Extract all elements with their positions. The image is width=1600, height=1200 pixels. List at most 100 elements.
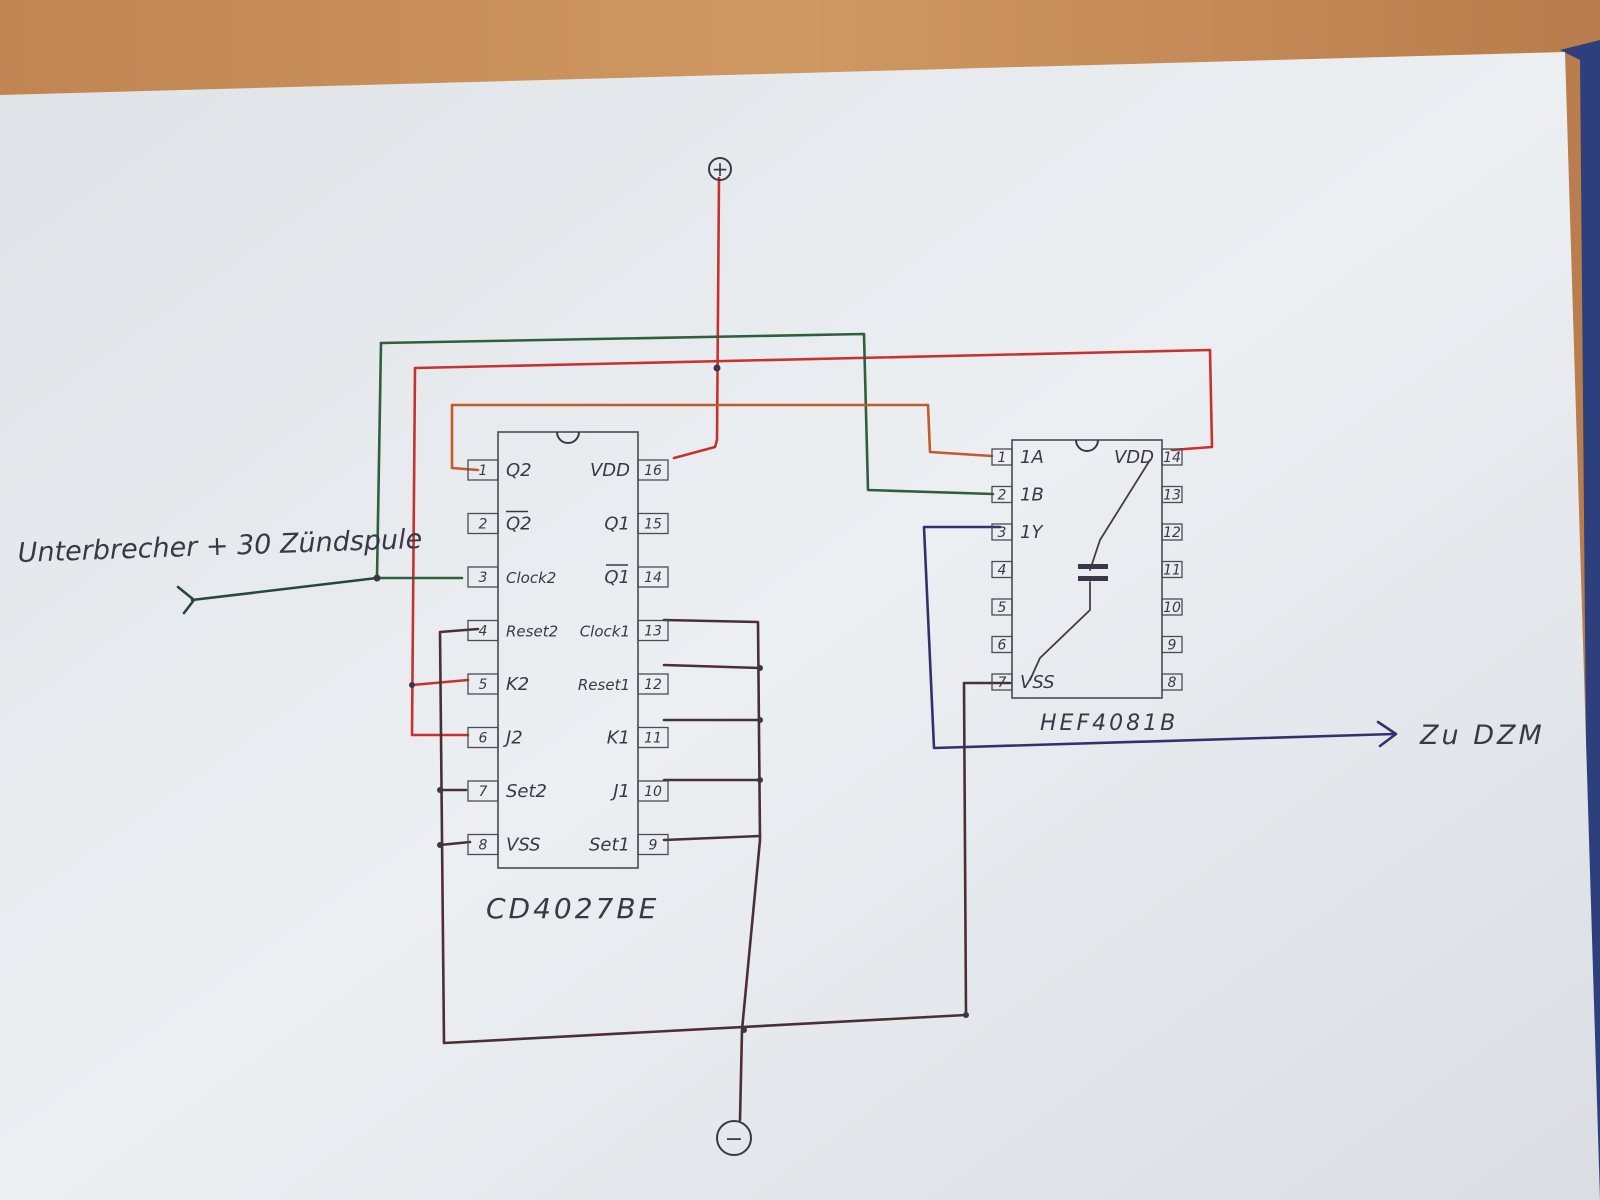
hef4081-pin-4: 4 <box>991 560 1013 579</box>
pin-number: 10 <box>644 784 662 800</box>
decoupling-capacitor <box>1078 564 1108 581</box>
hef4081-pin-11: 11 <box>1161 560 1183 579</box>
pin-number: 2 <box>998 488 1007 504</box>
pin-label: Reset1 <box>578 676 630 694</box>
pin-label: VSS <box>1020 672 1055 693</box>
pin-box <box>991 673 1013 691</box>
pin-number: 3 <box>479 570 488 586</box>
junction-dot <box>713 364 721 372</box>
pin-label: Clock1 <box>580 623 630 641</box>
pin-number: 2 <box>479 517 488 533</box>
pin-number: 8 <box>1168 675 1177 691</box>
paper-sheet <box>0 52 1600 1200</box>
pin-number: 14 <box>1163 450 1181 466</box>
pin-number: 12 <box>644 677 662 693</box>
hef4081-pin-6: 6 <box>991 635 1013 654</box>
pin-box <box>467 673 499 695</box>
pin-box <box>991 635 1013 654</box>
junction-dot <box>757 717 763 723</box>
pin-box <box>467 566 499 588</box>
pin-label: Clock2 <box>506 569 556 587</box>
pin-number: 7 <box>479 784 488 800</box>
capacitor-lead-bottom <box>1029 581 1091 681</box>
pin-number: 1 <box>479 463 488 479</box>
pin-label: Set1 <box>589 835 630 856</box>
pin-number: 1 <box>998 450 1007 466</box>
pin-label: J2 <box>503 728 523 749</box>
pin-number: 5 <box>479 677 488 693</box>
wire-vdd-bus <box>413 348 1214 452</box>
pin-label: Q1 <box>604 567 630 588</box>
junction-dot <box>409 682 415 688</box>
cd4027-pin-12: 12 Reset1 <box>578 673 669 695</box>
pin-label: VDD <box>1114 447 1154 468</box>
pin-box <box>467 512 499 535</box>
pin-label: 1Y <box>1020 522 1044 543</box>
wire-input <box>190 576 379 602</box>
pin-box <box>467 619 499 642</box>
wire-clock-to-1b <box>379 332 995 496</box>
hef4081-pin-9: 9 <box>1161 635 1183 654</box>
pin-number: 11 <box>1163 563 1181 579</box>
wire-vss-gnd <box>438 840 472 847</box>
cd4027-pin-15: 15 Q1 <box>604 512 669 535</box>
capacitor-lead-top <box>1089 459 1151 571</box>
wires <box>176 176 1398 1122</box>
pin-box <box>1161 635 1183 654</box>
pin-box <box>637 459 669 481</box>
pin-label: Reset2 <box>506 623 558 641</box>
pin-box <box>637 512 669 535</box>
pin-box <box>467 833 499 856</box>
wire-vss-bus <box>438 627 1012 1045</box>
pin-box <box>637 619 669 642</box>
pin-box <box>1161 598 1183 616</box>
cd4027-notch <box>556 431 580 444</box>
plus-symbol: + <box>712 157 729 181</box>
pin-box <box>1161 560 1183 579</box>
pin-box <box>467 459 499 481</box>
pin-label: Q1 <box>604 514 630 535</box>
hef4081-pin-7: 7 VSS <box>991 672 1055 693</box>
pin-number: 5 <box>998 600 1007 616</box>
wire-reset1-gnd <box>662 663 762 670</box>
hef4081-pin-12: 12 <box>1161 523 1183 541</box>
hef4081-pin-14: 14 VDD <box>1114 447 1183 468</box>
pin-number: 15 <box>644 517 662 533</box>
junction-dot <box>437 842 443 848</box>
pin-number: 7 <box>998 675 1007 691</box>
input-arrow <box>176 585 196 615</box>
pin-number: 6 <box>479 731 488 747</box>
pin-box <box>637 566 669 588</box>
junction-dot <box>741 1027 747 1033</box>
cd4027-body <box>497 431 639 869</box>
junction-dot <box>757 777 763 783</box>
pin-box <box>991 560 1013 579</box>
pin-box <box>1161 448 1183 466</box>
junction-dot <box>963 1012 969 1018</box>
pin-label: K2 <box>506 674 529 695</box>
pin-box <box>467 780 499 802</box>
junction-dots <box>373 364 969 1033</box>
pin-number: 13 <box>1163 488 1181 504</box>
pin-number: 11 <box>644 731 662 747</box>
pin-box <box>467 726 499 749</box>
pin-number: 3 <box>998 525 1007 541</box>
pin-number: 16 <box>644 463 662 479</box>
pin-number: 13 <box>644 624 662 640</box>
cd4027-pin-13: 13 Clock1 <box>580 619 669 642</box>
pin-label: Q2 <box>506 514 532 535</box>
output-label: Zu DZM <box>1419 720 1545 751</box>
pin-label: 1A <box>1020 447 1044 468</box>
pin-box <box>1161 485 1183 504</box>
wire-j2-k2-high <box>410 366 470 737</box>
